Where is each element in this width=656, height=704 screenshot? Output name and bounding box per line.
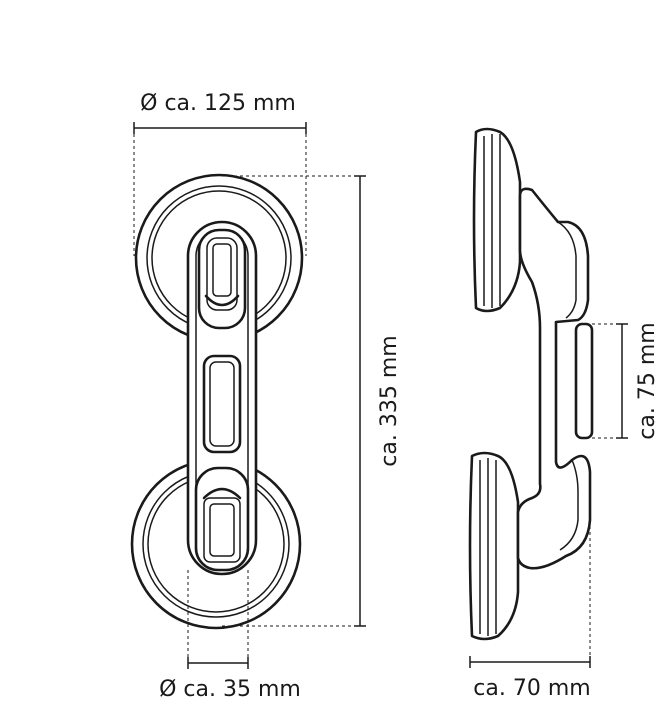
cup-diameter-dimension: Ø ca. 125 mm <box>133 91 307 256</box>
grip-length-label: ca. 75 mm <box>635 322 656 439</box>
bottom-lever <box>194 466 250 572</box>
total-length-label: ca. 335 mm <box>377 335 402 466</box>
top-lever <box>197 228 247 330</box>
side-bottom-suction-cup <box>468 451 520 641</box>
center-slot <box>202 354 242 454</box>
front-view: Ø ca. 125 mm ca. 335 mm Ø ca. 35 mm <box>130 91 402 702</box>
grip-diameter-dimension: Ø ca. 35 mm <box>159 570 301 702</box>
side-grip <box>574 322 594 440</box>
cup-diameter-label: Ø ca. 125 mm <box>140 91 296 116</box>
depth-label: ca. 70 mm <box>473 676 590 701</box>
grip-length-dimension: ca. 75 mm <box>592 322 656 440</box>
depth-dimension: ca. 70 mm <box>469 472 591 701</box>
total-length-dimension: ca. 335 mm <box>222 175 402 627</box>
side-view: ca. 70 mm ca. 75 mm <box>468 127 656 701</box>
side-top-suction-cup <box>472 127 522 313</box>
grip-diameter-label: Ø ca. 35 mm <box>159 677 301 702</box>
